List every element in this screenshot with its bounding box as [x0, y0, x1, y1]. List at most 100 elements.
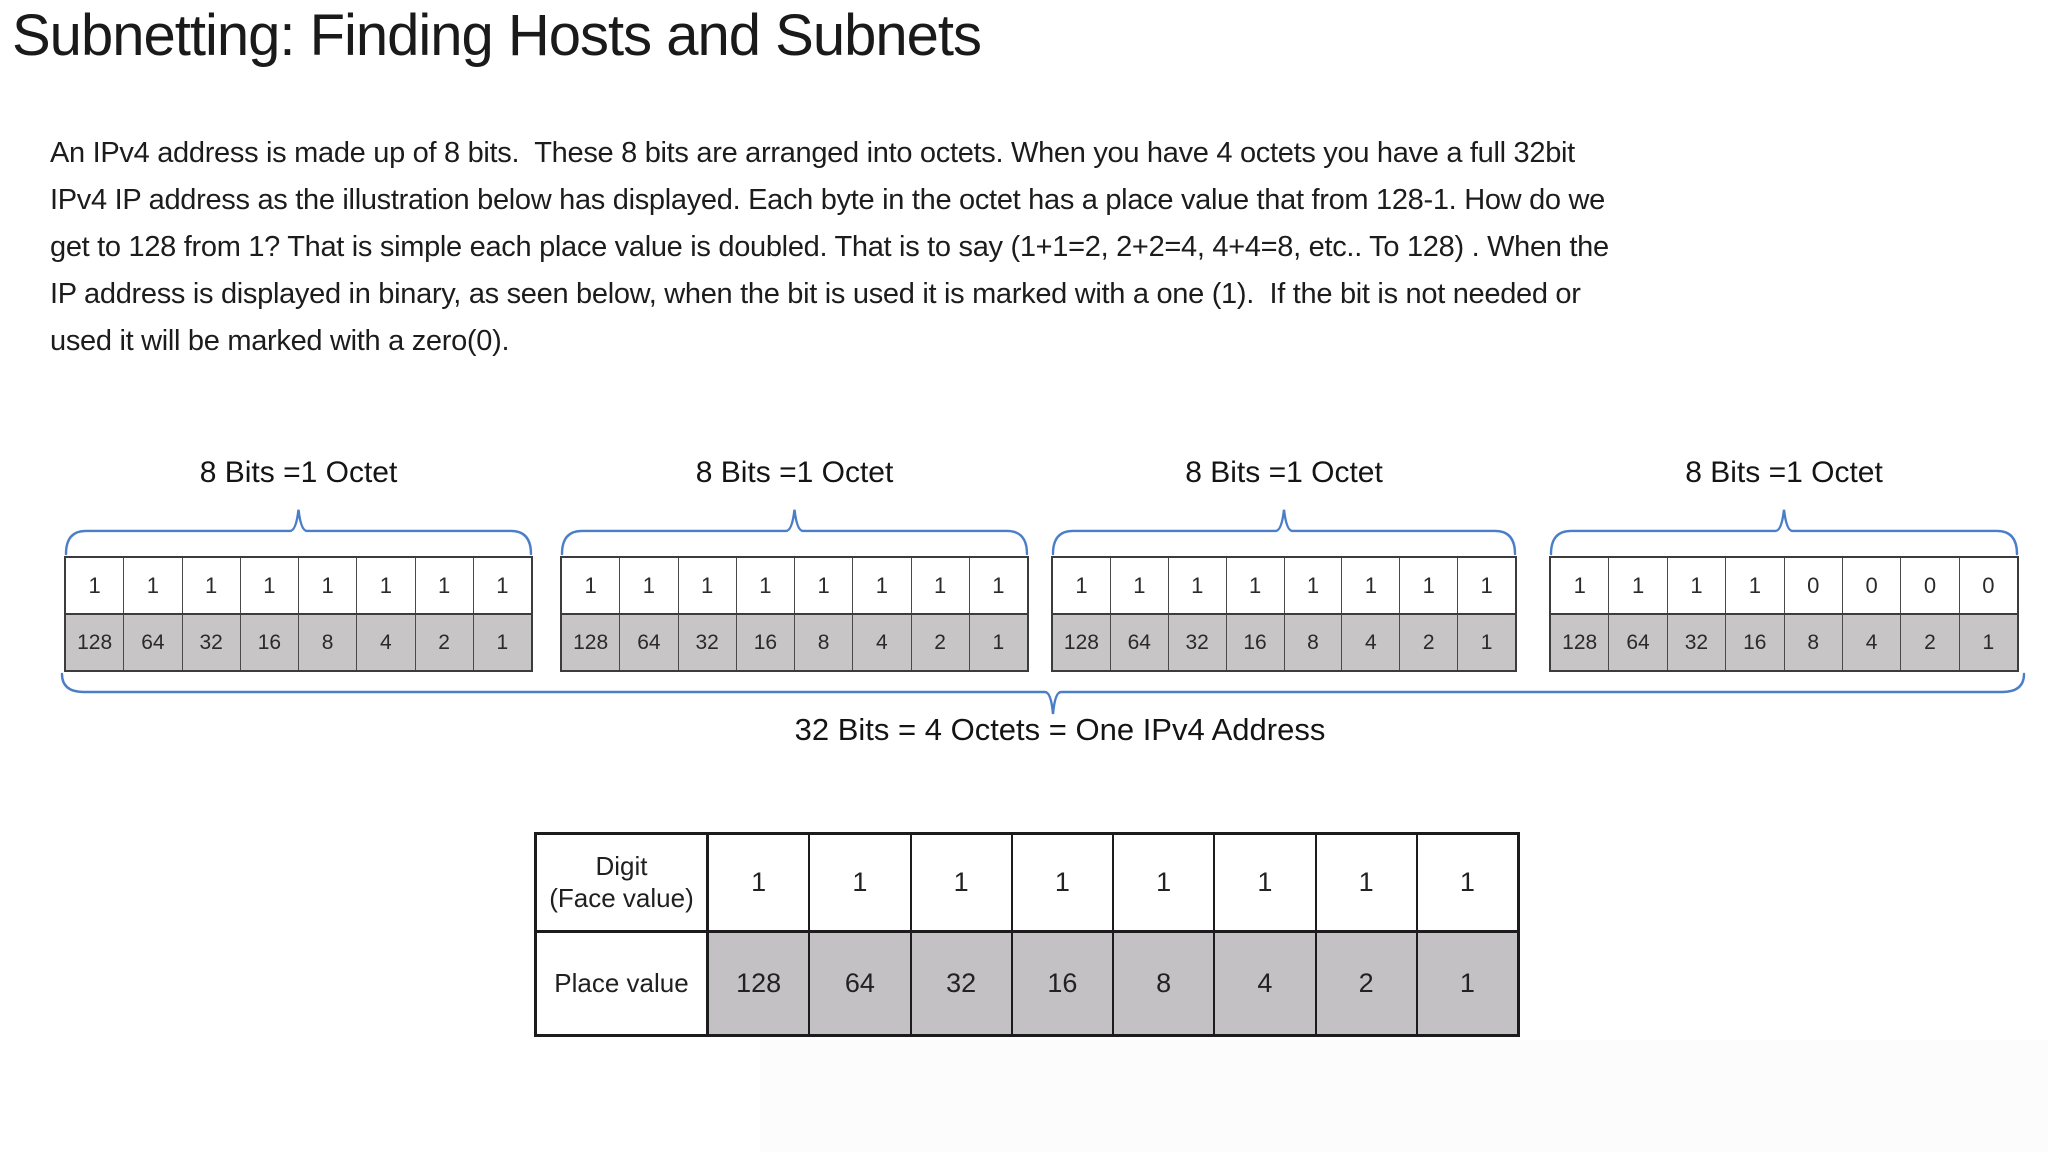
place-value-cell: 128 — [562, 615, 620, 670]
digit-cell: 1 — [1213, 835, 1314, 930]
page-title: Subnetting: Finding Hosts and Subnets — [12, 3, 982, 68]
bit-cell: 1 — [852, 558, 910, 613]
bit-cell: 1 — [1225, 558, 1284, 613]
bit-cell: 1 — [472, 558, 531, 613]
intro-line: IP address is displayed in binary, as se… — [50, 278, 1581, 310]
bit-cell: 1 — [1725, 558, 1783, 613]
place-value-cell: 128 — [1551, 615, 1609, 670]
octet-label: 8 Bits =1 Octet — [199, 456, 398, 489]
bit-cell: 0 — [1783, 558, 1842, 613]
bit-cell: 1 — [1573, 572, 1586, 598]
place-value-cell: 64 — [1608, 615, 1667, 670]
digit-cell: 1 — [1010, 835, 1112, 930]
place-value-cell: 2 — [1900, 615, 1959, 670]
digit-cell: 1 — [751, 867, 767, 897]
place-value-cell: 2 — [1399, 615, 1458, 670]
place-value-cell: 8 — [1783, 615, 1842, 670]
bit-cell: 1 — [123, 558, 181, 613]
digit-cell: 1 — [1415, 835, 1517, 930]
place-value-cell: 8 — [794, 615, 853, 670]
octet-brace-icon — [64, 509, 533, 556]
place-value-cell: 128 — [709, 933, 809, 1034]
bit-cell: 1 — [1167, 558, 1226, 613]
place-value-cell: 16 — [1725, 615, 1784, 670]
place-value-cell: 4 — [1841, 615, 1901, 670]
intro-line: An IPv4 address is made up of 8 bits. Th… — [50, 137, 1575, 169]
bit-cell: 1 — [1283, 558, 1342, 613]
place-value-cell: 64 — [808, 933, 910, 1034]
bit-cell: 1 — [88, 572, 101, 598]
bit-cell: 1 — [298, 558, 356, 613]
place-value-header-cell: Place value — [537, 933, 709, 1034]
bit-cell: 1 — [1666, 558, 1725, 613]
bit-cell: 1 — [239, 558, 298, 613]
bit-cell: 1 — [356, 558, 414, 613]
place-value-cell: 32 — [181, 615, 240, 670]
bit-cell: 1 — [181, 558, 240, 613]
place-value-cell: 16 — [735, 615, 794, 670]
bit-cell: 1 — [968, 558, 1027, 613]
bit-cell: 0 — [1958, 558, 2017, 613]
bit-cell: 1 — [1399, 558, 1457, 613]
background-shade — [760, 1040, 2048, 1152]
place-value-cell: 2 — [910, 615, 969, 670]
place-value-cell: 64 — [123, 615, 182, 670]
place-value-cell: 16 — [1010, 933, 1112, 1034]
octet-brace-icon — [1051, 509, 1517, 556]
place-value-cell: 128 — [1053, 615, 1110, 670]
place-value-cell: 32 — [909, 933, 1011, 1034]
intro-line: get to 128 from 1? That is simple each p… — [50, 231, 1609, 263]
digit-cell: 1 — [1112, 835, 1213, 930]
bit-cell: 0 — [1841, 558, 1900, 613]
place-value-cell: 8 — [1112, 933, 1214, 1034]
place-value-cell: 128 — [66, 615, 124, 670]
place-value-cell: 1 — [1958, 615, 2017, 670]
place-value-cell: 4 — [1213, 933, 1315, 1034]
digit-cell: 1 — [909, 835, 1011, 930]
place-value-cell: 1 — [472, 615, 531, 670]
place-value-cell: 64 — [1109, 615, 1168, 670]
bit-cell: 1 — [414, 558, 473, 613]
bit-cell: 1 — [1608, 558, 1666, 613]
bit-cell: 0 — [1900, 558, 1958, 613]
place-value-cell: 16 — [239, 615, 298, 670]
bit-cell: 1 — [910, 558, 969, 613]
place-value-cell: 32 — [677, 615, 736, 670]
place-value-cell: 8 — [1283, 615, 1342, 670]
place-value-cell: 2 — [414, 615, 473, 670]
place-value-cell: 4 — [356, 615, 415, 670]
place-value-cell: 16 — [1225, 615, 1284, 670]
bit-cell: 1 — [735, 558, 794, 613]
place-value-cell: 1 — [1415, 933, 1517, 1034]
ipv4-total-label: 32 Bits = 4 Octets = One IPv4 Address — [794, 712, 1326, 747]
bit-cell: 1 — [1075, 572, 1088, 598]
octet-label: 8 Bits =1 Octet — [1185, 456, 1383, 489]
octet-brace-icon — [560, 509, 1029, 556]
intro-line: used it will be marked with a zero(0). — [50, 325, 510, 357]
ipv4-brace-icon — [60, 672, 2026, 715]
octet-label: 8 Bits =1 Octet — [1685, 456, 1883, 489]
octet-brace-icon — [1549, 509, 2019, 556]
bit-cell: 1 — [619, 558, 677, 613]
digit-cell: 1 — [1314, 835, 1416, 930]
place-value-cell: 4 — [1341, 615, 1400, 670]
bit-cell: 1 — [1341, 558, 1399, 613]
place-value-cell: 64 — [619, 615, 678, 670]
